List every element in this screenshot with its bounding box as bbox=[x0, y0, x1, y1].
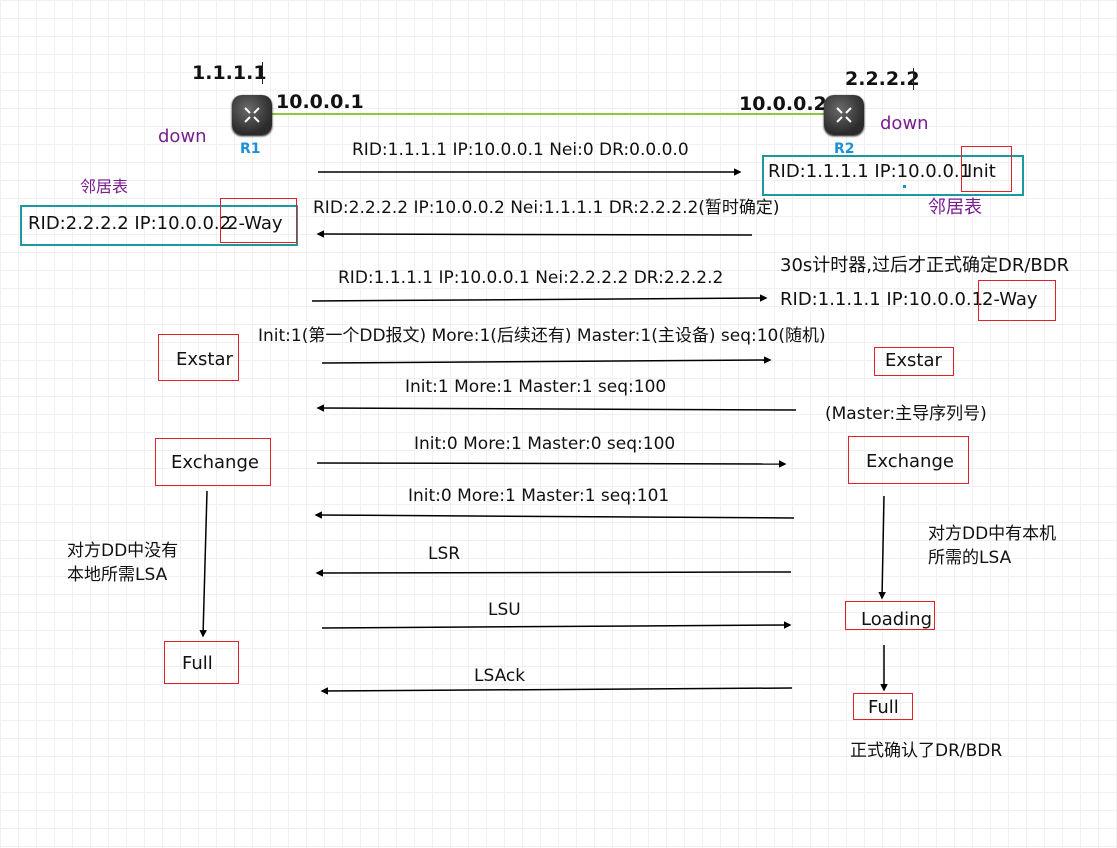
dot-marker bbox=[903, 185, 906, 188]
router-r2-icon bbox=[824, 95, 864, 135]
arrow-dd3 bbox=[316, 460, 787, 468]
r2-full: Full bbox=[868, 697, 899, 718]
r1-entry-state-box bbox=[220, 198, 297, 243]
r2-loading: Loading bbox=[861, 609, 933, 630]
r1-state: down bbox=[158, 126, 207, 147]
r2-state: down bbox=[880, 113, 929, 134]
r2-ip: 10.0.0.2 bbox=[739, 93, 827, 115]
r2-note-line1: 对方DD中有本机 bbox=[928, 524, 1057, 544]
text-cursor bbox=[913, 68, 914, 90]
master-note: (Master:主导序列号) bbox=[825, 404, 987, 424]
arrow-lsack bbox=[320, 687, 793, 695]
arrow-dd4 bbox=[314, 511, 795, 519]
r1-neighbor-table bbox=[20, 205, 298, 246]
r2-exstart-box bbox=[874, 347, 954, 376]
arrow-lsr bbox=[315, 569, 792, 577]
r2-entry1-state: Init bbox=[967, 161, 996, 182]
r1-exstart: Exstar bbox=[176, 349, 233, 370]
r1-exchange-box bbox=[155, 438, 271, 486]
r2-entry2-state: 2-Way bbox=[982, 289, 1038, 310]
r1-entry-state: 2-Way bbox=[227, 213, 283, 234]
r2-exstart: Exstar bbox=[885, 350, 942, 371]
arrow-lsu bbox=[321, 621, 792, 629]
final-note: 正式确认了DR/BDR bbox=[850, 741, 1003, 761]
r1-neighbor-table-label: 邻居表 bbox=[80, 177, 129, 196]
router-arrows-icon bbox=[244, 107, 260, 123]
r2-exchange-box bbox=[848, 436, 969, 484]
msg-dd1: Init:1(第一个DD报文) More:1(后续还有) Master:1(主设… bbox=[258, 326, 826, 346]
r2-loading-box bbox=[845, 601, 935, 630]
r2-name: R2 bbox=[834, 141, 855, 157]
r1-name: R1 bbox=[240, 141, 261, 157]
r1-exstart-box bbox=[158, 334, 239, 381]
r2-entry1-prefix: RID:1.1.1.1 IP:10.0.0.1 bbox=[768, 161, 972, 182]
r2-neighbor-table bbox=[762, 155, 1024, 196]
r1-note-line2: 本地所需LSA bbox=[67, 565, 168, 585]
arrow-dd2 bbox=[316, 404, 797, 412]
msg-lsr: LSR bbox=[428, 544, 461, 564]
r1-full-box bbox=[164, 641, 239, 684]
r2-entry1-state-box bbox=[961, 146, 1012, 192]
msg-dd2: Init:1 More:1 Master:1 seq:100 bbox=[405, 377, 667, 397]
r2-note-line2: 所需的LSA bbox=[928, 548, 1012, 568]
msg-hello1: RID:1.1.1.1 IP:10.0.0.1 Nei:0 DR:0.0.0.0 bbox=[352, 140, 689, 160]
msg-hello2: RID:2.2.2.2 IP:10.0.0.2 Nei:1.1.1.1 DR:2… bbox=[313, 198, 780, 218]
msg-lsu: LSU bbox=[488, 600, 521, 620]
msg-dd3: Init:0 More:1 Master:0 seq:100 bbox=[414, 434, 676, 454]
msg-dd4: Init:0 More:1 Master:1 seq:101 bbox=[408, 486, 670, 506]
r1-ip: 10.0.0.1 bbox=[276, 91, 364, 113]
arrow-r1-exchange-full bbox=[199, 490, 208, 638]
r1-exchange: Exchange bbox=[171, 452, 259, 473]
r2-exchange: Exchange bbox=[866, 451, 954, 472]
msg-lsack: LSAck bbox=[474, 666, 526, 686]
text-cursor bbox=[262, 62, 263, 84]
arrow-dd1 bbox=[321, 356, 772, 364]
msg-hello3: RID:1.1.1.1 IP:10.0.0.1 Nei:2.2.2.2 DR:2… bbox=[338, 268, 724, 288]
arrow-hello3 bbox=[311, 294, 768, 302]
r2-entry2-state-box bbox=[978, 280, 1056, 321]
timer-note: 30s计时器,过后才正式确定DR/BDR bbox=[780, 255, 1070, 276]
router-r1-icon bbox=[232, 95, 272, 135]
r2-rid: 2.2.2.2 bbox=[845, 68, 920, 90]
router-arrows-icon bbox=[836, 107, 852, 123]
r1-rid: 1.1.1.1 bbox=[192, 62, 267, 84]
arrow-r2-exchange-loading bbox=[878, 495, 886, 600]
r1-full: Full bbox=[182, 653, 213, 674]
r2-full-box bbox=[853, 693, 913, 720]
r1-note-line1: 对方DD中没有 bbox=[67, 541, 179, 561]
r1-entry-prefix: RID:2.2.2.2 IP:10.0.0.2 bbox=[28, 213, 232, 234]
r2-neighbor-table-label: 邻居表 bbox=[928, 197, 982, 218]
r2-entry2-prefix: RID:1.1.1.1 IP:10.0.0.1 bbox=[780, 289, 984, 310]
arrow-hello2 bbox=[316, 230, 753, 238]
